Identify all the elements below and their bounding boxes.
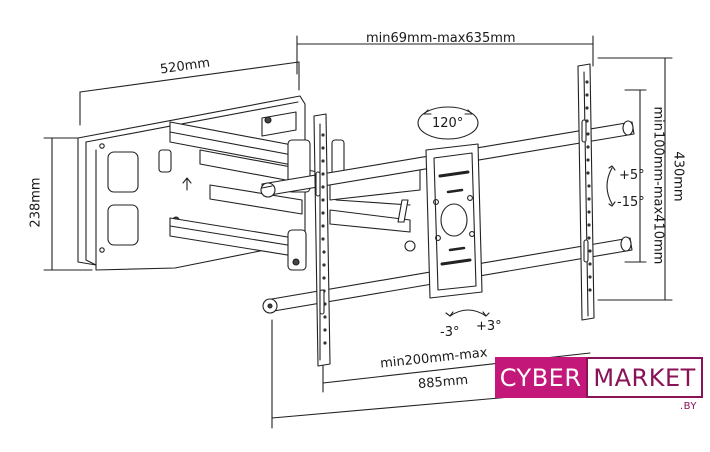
depth-range-label: min69mm-max635mm bbox=[366, 31, 516, 46]
vesa-height-label: 430mm bbox=[670, 151, 686, 202]
tilt-plate bbox=[425, 143, 483, 299]
tilt-arrow-icon bbox=[606, 165, 616, 207]
logo-market-text: MARKET bbox=[593, 363, 696, 392]
cybermarket-logo: CYBER MARKET .BY bbox=[495, 357, 703, 412]
vesa-vertical-dimension-line bbox=[624, 89, 647, 263]
rotate-arrow-icon bbox=[445, 309, 490, 317]
vesa-height-dimension-line bbox=[597, 57, 673, 301]
left-vertical-bracket bbox=[313, 113, 331, 367]
rotate-plus-label: +3° bbox=[476, 319, 502, 334]
right-vertical-bracket bbox=[577, 63, 595, 321]
swivel-arrow-icon bbox=[417, 106, 479, 140]
width-dimension-line bbox=[79, 61, 300, 126]
tilt-down-label: -15° bbox=[617, 195, 645, 210]
height-label: 238mm bbox=[28, 177, 44, 228]
logo-cyber: CYBER bbox=[495, 357, 587, 398]
depth-dimension-line bbox=[296, 35, 594, 75]
logo-market: MARKET .BY bbox=[586, 357, 703, 412]
arm-lower bbox=[169, 217, 307, 271]
tilt-up-label: +5° bbox=[619, 168, 645, 183]
swivel-angle-label: 120° bbox=[432, 116, 464, 131]
logo-domain: .BY bbox=[679, 401, 697, 412]
arm-center bbox=[329, 139, 421, 252]
rotate-minus-label: -3° bbox=[440, 325, 460, 340]
vesa-vertical-label: min100mm-max410mm bbox=[650, 106, 666, 265]
